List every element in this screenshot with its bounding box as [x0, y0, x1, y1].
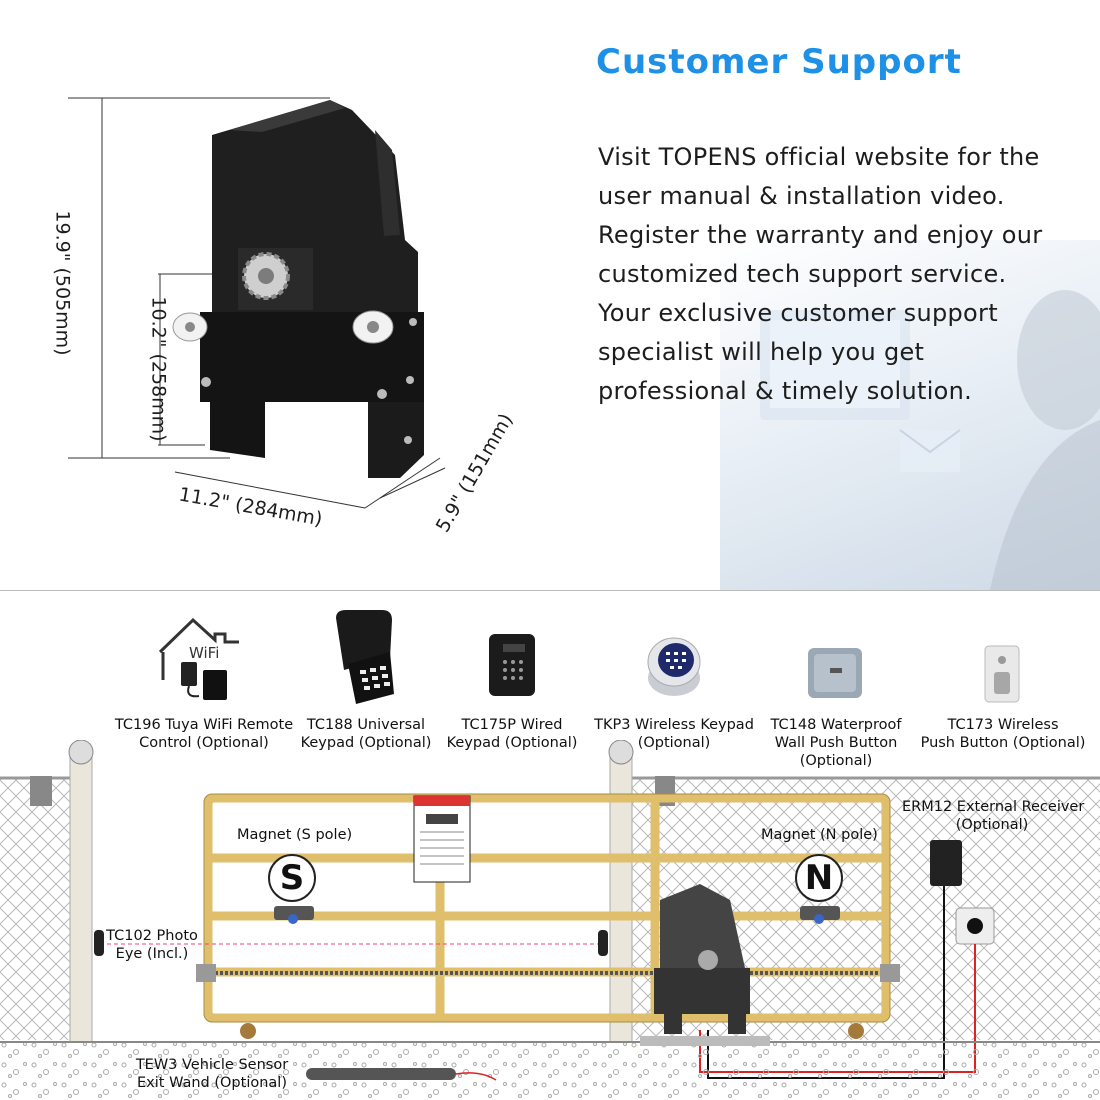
- section-divider: [0, 590, 1100, 591]
- support-line: customized tech support service.: [598, 260, 1007, 288]
- gate-opener-motor-image: [68, 97, 446, 509]
- support-line: user manual & installation video.: [598, 182, 1005, 210]
- gate-installation-scene: [0, 740, 1100, 1100]
- wireless-keypad-icon: [647, 637, 701, 696]
- support-line: professional & timely solution.: [598, 377, 973, 405]
- dimension-height-total: 19.9" (505mm): [51, 210, 74, 356]
- dimension-height-shaft: 10.2" (258mm): [147, 296, 170, 442]
- accessory-label-tkp3: TKP3 Wireless Keypad(Optional): [594, 717, 754, 751]
- support-line: specialist will help you get: [598, 338, 925, 366]
- support-agent-illustration: [760, 290, 1100, 590]
- magnet-s-symbol: S: [268, 854, 316, 902]
- support-line: Visit TOPENS official website for the: [598, 143, 1040, 171]
- wifi-label: WiFi: [189, 644, 219, 662]
- magnet-n-symbol: N: [795, 854, 843, 902]
- wifi-house-icon: WiFi: [158, 617, 239, 700]
- support-title: Customer Support: [596, 42, 962, 82]
- wall-push-button-icon: [808, 648, 862, 698]
- wireless-push-button-icon: [984, 645, 1020, 703]
- wired-keypad-icon: [489, 634, 535, 696]
- support-description: Visit TOPENS official website for the us…: [598, 138, 1068, 411]
- magnet-n-label: Magnet (N pole): [761, 827, 878, 843]
- support-line: Your exclusive customer support: [598, 299, 998, 327]
- external-receiver-label: ERM12 External Receiver(Optional): [902, 799, 1085, 833]
- magnet-s-label: Magnet (S pole): [237, 827, 353, 843]
- universal-keypad-icon: [336, 610, 394, 704]
- support-line: Register the warranty and enjoy our: [598, 221, 1043, 249]
